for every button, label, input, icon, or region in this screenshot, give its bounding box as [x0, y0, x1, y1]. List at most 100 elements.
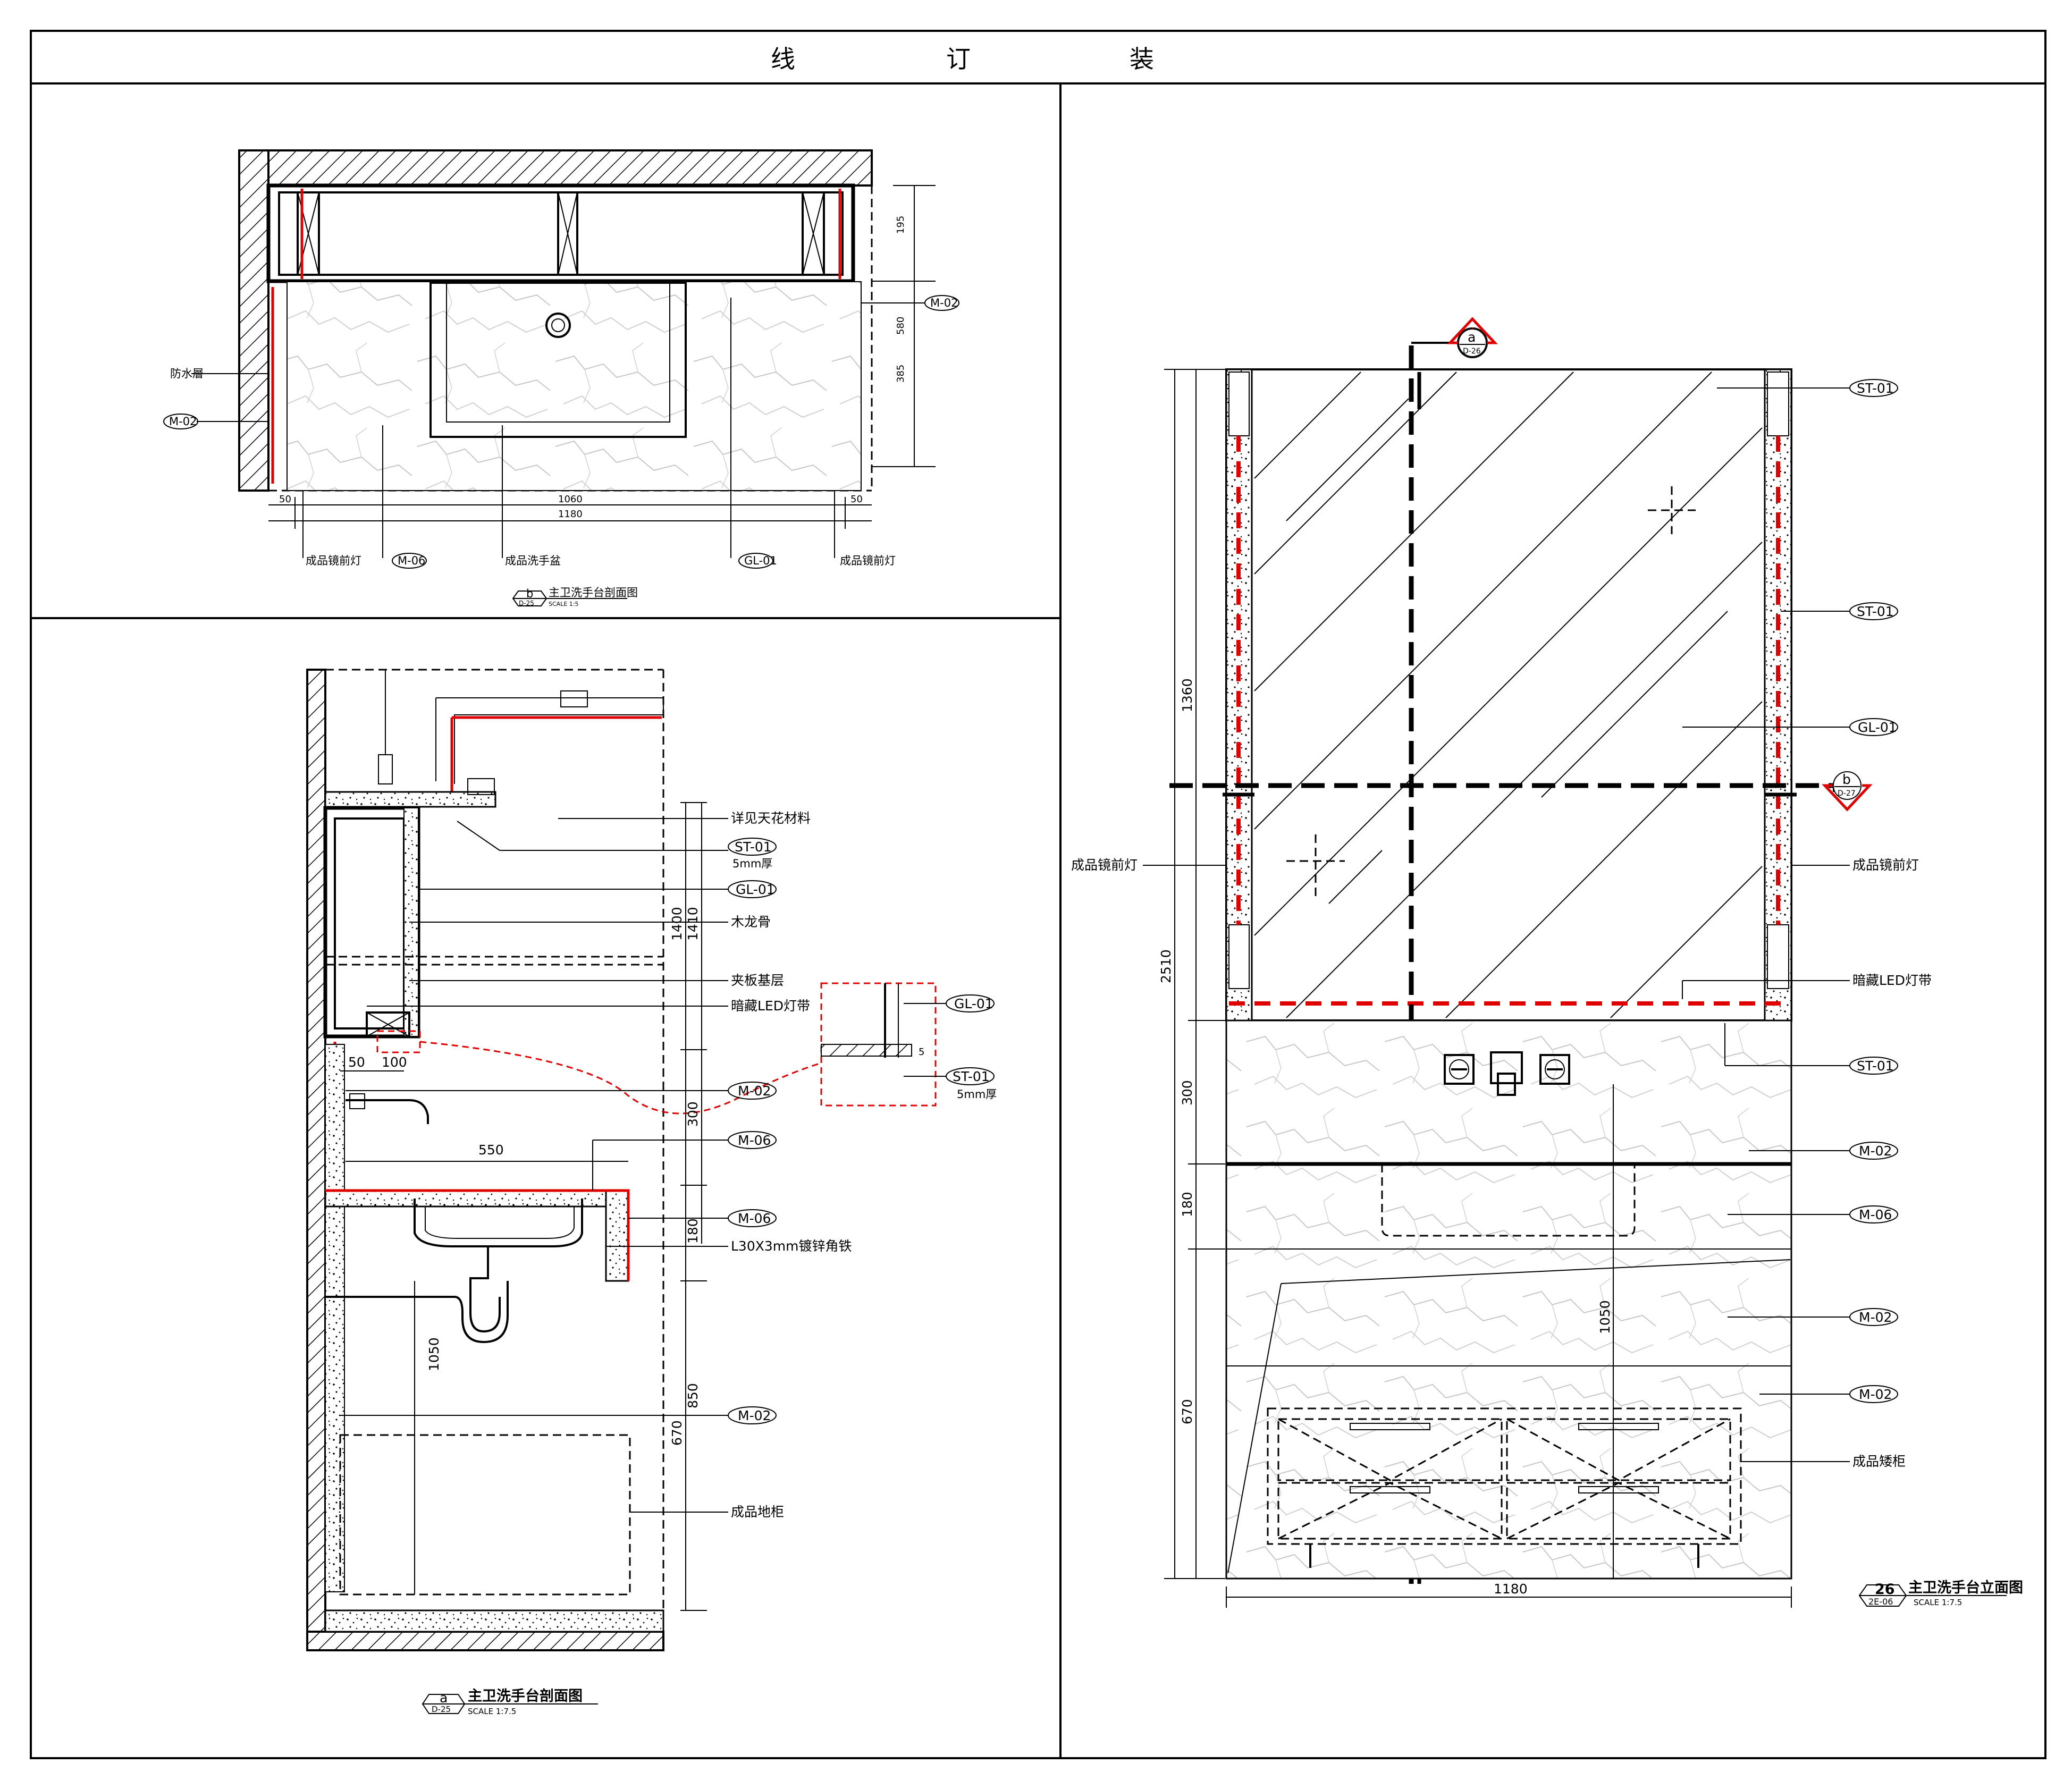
- binding-char-3: 装: [1130, 45, 1154, 73]
- detail-label-st01-note: 5mm厚: [957, 1088, 997, 1101]
- dim-670: 670: [669, 1420, 685, 1446]
- tag-st01-2: [1849, 602, 1898, 620]
- callout-a-sheet: D-26: [1463, 347, 1481, 356]
- callout-b-sheet: D-27: [1838, 789, 1856, 798]
- label-plywood: 夹板基层: [731, 973, 784, 988]
- label-st01-1: ST-01: [1857, 381, 1894, 396]
- detail-tag-gl01: [946, 994, 995, 1012]
- section-a-labels: 详见天花材料 ST-01 5mm厚 GL-01 木龙骨 夹板基层 暗藏LED灯带…: [348, 811, 997, 1520]
- dim-50-right: 50: [850, 494, 863, 505]
- binding-char-1: 线: [771, 45, 795, 73]
- label-gl01: GL-01: [1858, 720, 1897, 735]
- label-led: 暗藏LED灯带: [731, 998, 810, 1014]
- elevation-26-title: 26 2E-06 主卫洗手台立面图 SCALE 1:7.5: [1858, 1579, 2023, 1607]
- section-a-title-name: 主卫洗手台剖面图: [468, 1687, 583, 1704]
- label-st01-note: 5mm厚: [732, 857, 772, 870]
- section-a-title-sheet: D-25: [432, 1704, 451, 1714]
- label-basin: 成品洗手盆: [505, 554, 561, 567]
- dim-180: 180: [1180, 1192, 1195, 1217]
- dim-1050: 1050: [1597, 1300, 1613, 1334]
- dim-300: 300: [685, 1101, 701, 1127]
- label-lamp-right: 成品镜前灯: [1852, 857, 1919, 873]
- tag-m06: [1849, 1205, 1898, 1223]
- label-m02-a: M-02: [738, 1083, 771, 1099]
- detail-tag-st01: [946, 1067, 995, 1085]
- dim-550: 550: [478, 1142, 504, 1158]
- label-cabinet: 成品地柜: [731, 1504, 784, 1520]
- dim-50: 50: [348, 1054, 365, 1070]
- tag-m02-3: [1849, 1385, 1898, 1403]
- label-cabinet: 成品矮柜: [1852, 1454, 1906, 1469]
- label-m02-b: M-02: [738, 1408, 771, 1423]
- callout-b-sym: b: [1842, 772, 1851, 787]
- label-ceiling: 详见天花材料: [731, 811, 811, 826]
- elevation-26-labels: a D-26 b D-27 ST-01 ST-01 GL-01 成品镜前灯 成品…: [1071, 330, 1932, 1597]
- dim-1360: 1360: [1180, 678, 1195, 712]
- label-wood: 木龙骨: [731, 914, 771, 930]
- dim-50-left: 50: [279, 494, 291, 505]
- detail-dim-5: 5: [919, 1047, 924, 1058]
- elevation-title-sheet: 2E-06: [1868, 1597, 1893, 1607]
- dim-1180: 1180: [1494, 1581, 1528, 1597]
- section-a-title-scale: SCALE 1:7.5: [468, 1707, 516, 1716]
- dim-180: 180: [685, 1218, 701, 1244]
- label-m06: M-06: [398, 554, 425, 567]
- dim-670: 670: [1180, 1399, 1195, 1424]
- tag-gl01: [728, 880, 777, 898]
- dim-1410: 1410: [685, 907, 701, 941]
- detail-label-st01: ST-01: [953, 1069, 990, 1084]
- tag-m06: [392, 553, 427, 569]
- dim-195: 195: [895, 216, 906, 234]
- label-gl01: GL-01: [736, 882, 775, 897]
- dim-1060: 1060: [558, 494, 583, 505]
- plan-b-title-sheet: D-25: [519, 600, 534, 607]
- plan-b-labels: 195 580 385 50 1060 50 1180 防水層 M-02 M-0…: [163, 216, 959, 569]
- tag-m02-b: [728, 1406, 777, 1424]
- label-m02-1: M-02: [1859, 1143, 1892, 1159]
- tag-m06-a: [728, 1131, 777, 1149]
- label-waterproof: 防水層: [170, 367, 204, 380]
- dim-1180: 1180: [558, 509, 583, 520]
- label-gl01: GL-01: [744, 554, 777, 567]
- tag-st01: [728, 838, 777, 856]
- tag-m06-b: [728, 1209, 777, 1227]
- elevation-title-sym: 26: [1875, 1581, 1895, 1598]
- tag-m02-left: [163, 414, 198, 429]
- tag-m02-2: [1849, 1308, 1898, 1326]
- dim-580: 580: [895, 317, 906, 335]
- binding-char-2: 订: [946, 45, 971, 73]
- label-m02-2: M-02: [1859, 1310, 1892, 1325]
- label-m02-3: M-02: [1859, 1387, 1892, 1402]
- dim-385: 385: [895, 365, 906, 383]
- plan-b-title-scale: SCALE 1:5: [549, 601, 578, 607]
- dim-850: 850: [685, 1383, 701, 1408]
- elevation-title-name: 主卫洗手台立面图: [1908, 1579, 2023, 1596]
- label-m06-b: M-06: [738, 1211, 771, 1226]
- dim-1400: 1400: [669, 907, 685, 941]
- sheet-frame: [30, 30, 2046, 1759]
- label-st01-3: ST-01: [1857, 1058, 1894, 1074]
- dim-300: 300: [1180, 1080, 1195, 1106]
- section-a-drawing: [306, 669, 946, 1651]
- label-led: 暗藏LED灯带: [1852, 973, 1932, 988]
- elevation-26-drawing: [1143, 317, 1873, 1608]
- label-st01-2: ST-01: [1857, 604, 1894, 619]
- label-m02-left: M-02: [169, 415, 197, 428]
- tag-m02-right: [924, 295, 959, 311]
- label-angle-iron: L30X3mm镀锌角铁: [731, 1238, 852, 1254]
- label-mirror-lamp-left: 成品镜前灯: [306, 554, 361, 567]
- plan-b-drawing: [191, 149, 936, 558]
- tag-m02-a: [728, 1082, 777, 1100]
- tag-gl01: [1849, 718, 1898, 736]
- label-m02-right: M-02: [930, 297, 958, 309]
- tag-m02-1: [1849, 1142, 1898, 1160]
- plan-b-title-sym: b: [526, 587, 533, 600]
- label-mirror-lamp-right: 成品镜前灯: [840, 554, 896, 567]
- section-a-title: a D-25 主卫洗手台剖面图 SCALE 1:7.5: [422, 1687, 598, 1716]
- label-m06-a: M-06: [738, 1133, 771, 1148]
- section-a-title-sym: a: [440, 1690, 448, 1706]
- callout-a-sym: a: [1468, 330, 1476, 345]
- elevation-title-scale: SCALE 1:7.5: [1914, 1598, 1962, 1607]
- dim-2510: 2510: [1158, 949, 1174, 983]
- plan-b-title: b D-25 主卫洗手台剖面图 SCALE 1:5: [512, 586, 638, 607]
